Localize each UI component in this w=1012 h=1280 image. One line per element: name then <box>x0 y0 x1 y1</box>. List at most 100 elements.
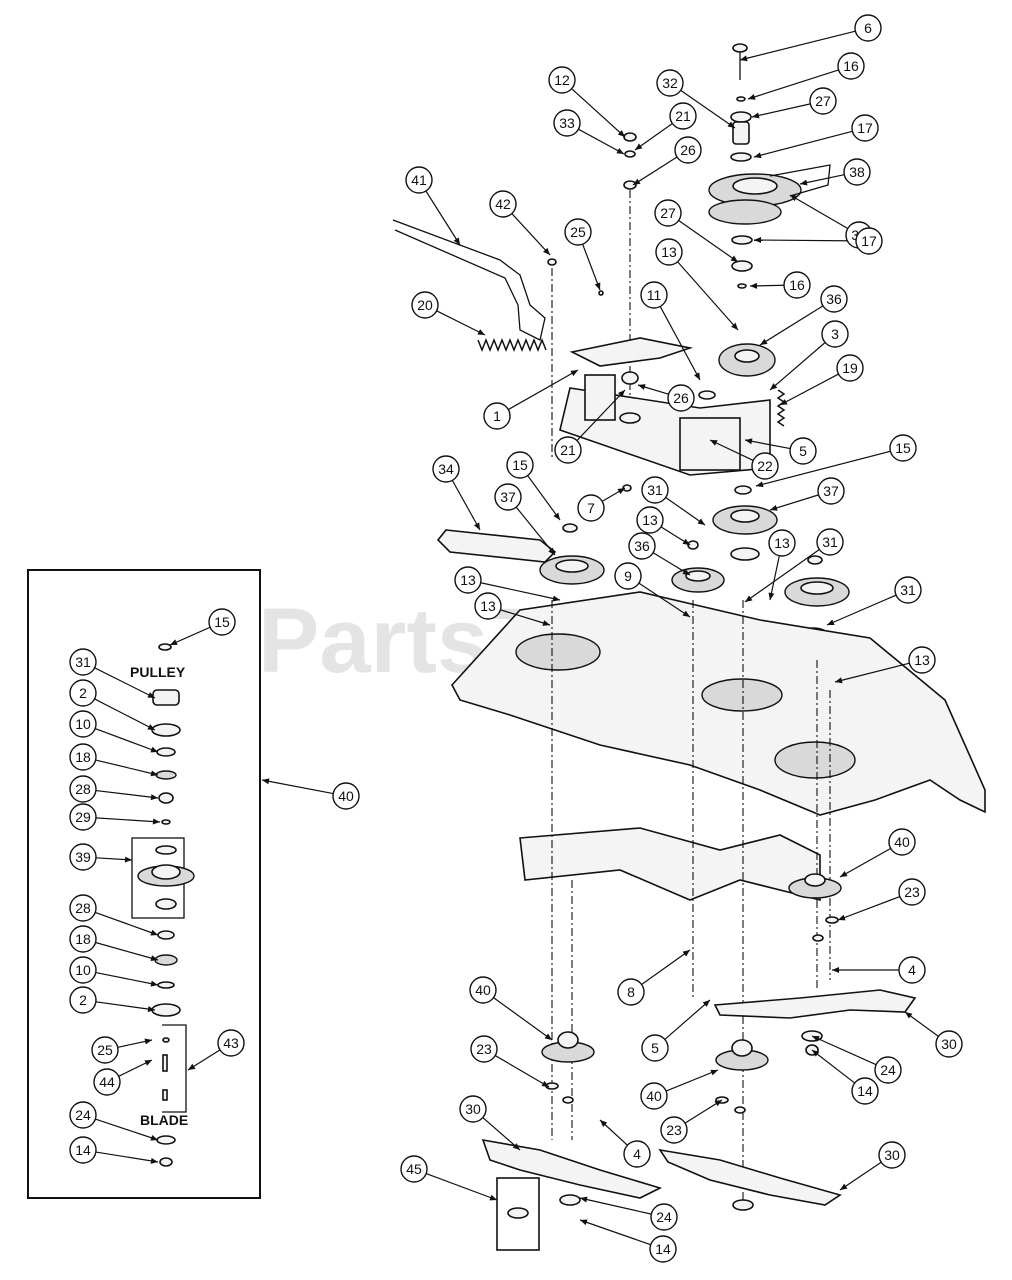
callout-part-12[interactable]: 12 <box>548 66 576 94</box>
leader-arrowhead <box>548 547 555 555</box>
callout-part-24[interactable]: 24 <box>650 1203 678 1231</box>
callout-part-23[interactable]: 23 <box>470 1035 498 1063</box>
callout-part-13[interactable]: 13 <box>636 506 664 534</box>
inset-callout-part-28[interactable]: 28 <box>69 775 97 803</box>
callout-part-31[interactable]: 31 <box>894 576 922 604</box>
callout-part-13[interactable]: 13 <box>474 592 502 620</box>
callout-part-38[interactable]: 38 <box>843 158 871 186</box>
callout-part-33[interactable]: 33 <box>553 109 581 137</box>
callout-circle <box>469 976 497 1004</box>
leader-arrowhead <box>541 1080 549 1087</box>
inset-callout-part-25[interactable]: 25 <box>91 1036 119 1064</box>
inset-callout-part-2[interactable]: 2 <box>69 986 97 1014</box>
inset-callout-part-18[interactable]: 18 <box>69 925 97 953</box>
callout-part-27[interactable]: 27 <box>654 199 682 227</box>
callout-part-40[interactable]: 40 <box>888 828 916 856</box>
callout-part-17[interactable]: 17 <box>855 227 883 255</box>
inset-callout-part-43[interactable]: 43 <box>217 1029 245 1057</box>
inset-callout-part-10[interactable]: 10 <box>69 710 97 738</box>
callout-part-16[interactable]: 16 <box>783 271 811 299</box>
callout-part-25[interactable]: 25 <box>564 218 592 246</box>
callout-part-24[interactable]: 24 <box>874 1056 902 1084</box>
leader-line <box>482 1117 521 1151</box>
callout-part-13[interactable]: 13 <box>768 529 796 557</box>
callout-part-15[interactable]: 15 <box>889 434 917 462</box>
callout-part-26[interactable]: 26 <box>674 136 702 164</box>
callout-part-37[interactable]: 37 <box>494 483 522 511</box>
callout-circle <box>554 436 582 464</box>
callout-part-40[interactable]: 40 <box>469 976 497 1004</box>
callout-part-21[interactable]: 21 <box>669 102 697 130</box>
callout-part-5[interactable]: 5 <box>789 437 817 465</box>
callout-part-32[interactable]: 32 <box>656 69 684 97</box>
callout-part-9[interactable]: 9 <box>614 562 642 590</box>
callout-part-13[interactable]: 13 <box>908 646 936 674</box>
callout-part-7[interactable]: 7 <box>577 494 605 522</box>
callout-part-30[interactable]: 30 <box>935 1030 963 1058</box>
callout-part-4[interactable]: 4 <box>898 956 926 984</box>
callout-part-30[interactable]: 30 <box>878 1141 906 1169</box>
callout-part-3[interactable]: 3 <box>821 320 849 348</box>
leader-line <box>527 475 561 521</box>
callout-part-19[interactable]: 19 <box>836 354 864 382</box>
callout-part-36[interactable]: 36 <box>820 285 848 313</box>
callout-part-34[interactable]: 34 <box>432 455 460 483</box>
leader-line <box>769 342 826 391</box>
callout-part-23[interactable]: 23 <box>660 1116 688 1144</box>
callout-part-23[interactable]: 23 <box>898 878 926 906</box>
inset-callout-part-28[interactable]: 28 <box>69 894 97 922</box>
callout-part-13[interactable]: 13 <box>454 566 482 594</box>
callout-part-17[interactable]: 17 <box>851 114 879 142</box>
callout-part-13[interactable]: 13 <box>655 238 683 266</box>
callout-part-45[interactable]: 45 <box>400 1155 428 1183</box>
leader-arrowhead <box>682 568 690 575</box>
callout-circle <box>669 102 697 130</box>
callout-part-11[interactable]: 11 <box>640 281 668 309</box>
inset-callout-part-39[interactable]: 39 <box>69 843 97 871</box>
inset-callout-part-24[interactable]: 24 <box>69 1101 97 1129</box>
leader-arrowhead <box>473 522 480 530</box>
callout-part-1[interactable]: 1 <box>483 402 511 430</box>
leader-line <box>826 594 897 626</box>
callout-part-14[interactable]: 14 <box>851 1077 879 1105</box>
inset-callout-part-10[interactable]: 10 <box>69 956 97 984</box>
inset-callout-part-14[interactable]: 14 <box>69 1136 97 1164</box>
callout-part-42[interactable]: 42 <box>489 190 517 218</box>
leader-line <box>95 759 159 776</box>
leader-line <box>480 582 561 601</box>
callout-part-15[interactable]: 15 <box>506 451 534 479</box>
leader-line <box>641 949 691 985</box>
callout-part-20[interactable]: 20 <box>411 291 439 319</box>
inset-callout-part-31[interactable]: 31 <box>69 648 97 676</box>
callout-part-31[interactable]: 31 <box>816 528 844 556</box>
callout-part-26[interactable]: 26 <box>667 384 695 412</box>
leader-line <box>759 305 824 346</box>
callout-part-5[interactable]: 5 <box>641 1034 669 1062</box>
inset-callout-part-15[interactable]: 15 <box>208 608 236 636</box>
callout-part-36[interactable]: 36 <box>628 532 656 560</box>
callout-part-8[interactable]: 8 <box>617 978 645 1006</box>
callout-part-27[interactable]: 27 <box>809 87 837 115</box>
inset-callout-part-29[interactable]: 29 <box>69 803 97 831</box>
callout-part-30[interactable]: 30 <box>459 1095 487 1123</box>
inset-callout-part-2[interactable]: 2 <box>69 679 97 707</box>
callout-part-14[interactable]: 14 <box>649 1235 677 1263</box>
inset-callout-part-18[interactable]: 18 <box>69 743 97 771</box>
inset-group-callout[interactable]: 40 <box>332 782 360 810</box>
callout-part-4[interactable]: 4 <box>623 1140 651 1168</box>
callout-part-21[interactable]: 21 <box>554 436 582 464</box>
callout-number: 12 <box>554 72 570 88</box>
callout-number: 15 <box>895 440 911 456</box>
callout-number: 21 <box>675 108 691 124</box>
inset-callout-part-44[interactable]: 44 <box>93 1068 121 1096</box>
callout-part-31[interactable]: 31 <box>641 476 669 504</box>
leader-arrowhead <box>754 152 762 159</box>
callout-part-22[interactable]: 22 <box>751 452 779 480</box>
callout-part-41[interactable]: 41 <box>405 166 433 194</box>
callout-number: 13 <box>642 512 658 528</box>
callout-part-16[interactable]: 16 <box>837 52 865 80</box>
callout-number: 16 <box>843 58 859 74</box>
callout-part-37[interactable]: 37 <box>817 477 845 505</box>
callout-part-6[interactable]: 6 <box>854 14 882 42</box>
callout-part-40[interactable]: 40 <box>640 1082 668 1110</box>
